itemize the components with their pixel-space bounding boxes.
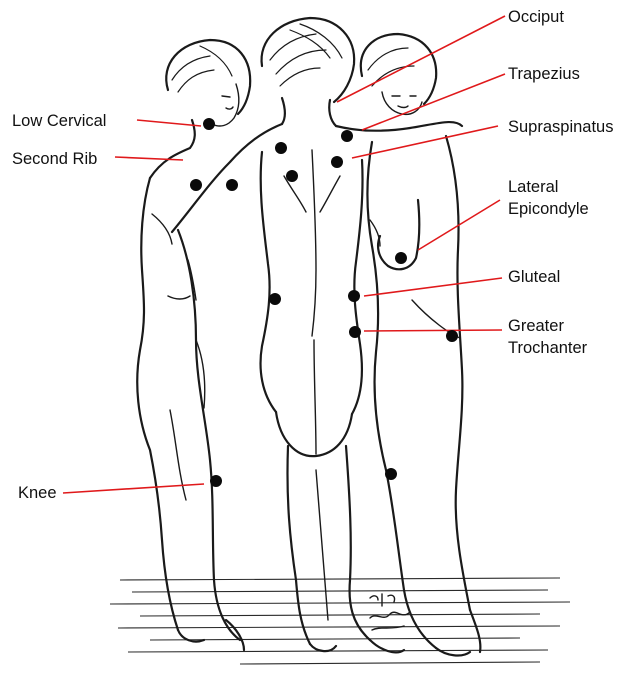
tender-point-trapezius-right — [341, 130, 353, 142]
tender-point-supraspinatus-right — [331, 156, 343, 168]
label-lateral-epicondyle-line2: Epicondyle — [508, 200, 589, 218]
tender-point-second-rib-left — [190, 179, 202, 191]
tender-point-lateral-epicondyle — [395, 252, 407, 264]
leader-greater-trochanter — [364, 330, 502, 331]
label-greater-trochanter-line2: Trochanter — [508, 339, 588, 357]
tender-point-greater-trochanter — [349, 326, 361, 338]
floor-hatching — [110, 578, 570, 664]
leader-trapezius — [362, 74, 505, 130]
tender-points — [190, 118, 458, 487]
label-knee: Knee — [18, 484, 57, 502]
left-figure — [137, 40, 250, 650]
tender-point-low-cervical — [203, 118, 215, 130]
label-low-cervical: Low Cervical — [12, 112, 106, 130]
label-supraspinatus: Supraspinatus — [508, 118, 614, 136]
tender-point-supraspinatus-left — [286, 170, 298, 182]
tender-point-knee-right — [385, 468, 397, 480]
tender-point-gluteal-right — [348, 290, 360, 302]
tender-point-gluteal-left — [269, 293, 281, 305]
leader-gluteal — [364, 278, 502, 296]
labels: Occiput Trapezius Supraspinatus Lateral … — [12, 8, 614, 502]
center-figure — [172, 18, 462, 652]
tender-point-trapezius-left — [275, 142, 287, 154]
tender-point-knee-left — [210, 475, 222, 487]
label-occiput: Occiput — [508, 8, 564, 26]
leader-lines — [63, 16, 505, 493]
artist-signature — [370, 594, 410, 630]
tender-point-greater-trochanter-right-figure — [446, 330, 458, 342]
label-greater-trochanter-line1: Greater — [508, 317, 564, 335]
label-gluteal: Gluteal — [508, 268, 560, 286]
label-trapezius: Trapezius — [508, 65, 580, 83]
tender-point-second-rib-right — [226, 179, 238, 191]
label-lateral-epicondyle-line1: Lateral — [508, 178, 558, 196]
label-second-rib: Second Rib — [12, 150, 97, 168]
